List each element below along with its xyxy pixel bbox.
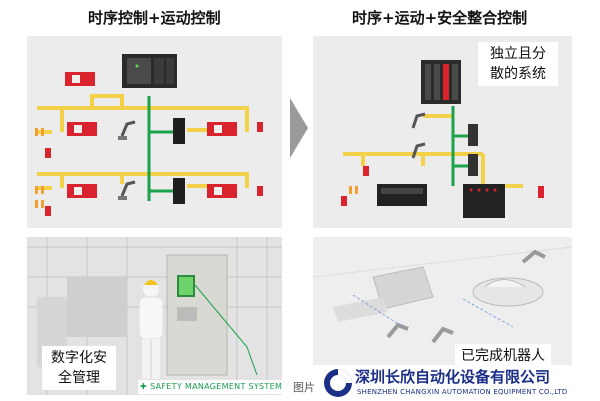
distributed-system-label: 独立且分 散的系统 <box>478 42 558 86</box>
arrow-right-icon <box>290 98 308 158</box>
left-title: 时序控制+运动控制 <box>88 9 221 27</box>
digital-line-2: 全管理 <box>58 370 100 386</box>
sms-badge: ✚ SAFETY MANAGEMENT SYSTEM <box>138 380 284 394</box>
digital-line-1: 数字化安 <box>51 350 107 366</box>
company-name: 深圳长欣自动化设备有限公司 <box>355 368 551 386</box>
safety-scene-svg <box>27 237 282 395</box>
sms-label: ✚ SAFETY MANAGEMENT SYSTEM <box>140 382 283 391</box>
figure-caption: 图片 <box>293 381 315 394</box>
sequence-motion-diagram <box>27 36 282 228</box>
robot-scene <box>312 237 573 365</box>
company-logo-icon <box>324 369 352 397</box>
integrated-control-svg <box>341 60 544 218</box>
right-title: 时序+运动+安全整合控制 <box>352 9 528 27</box>
robot-complete-label: 已完成机器人 <box>455 344 551 368</box>
robot-scene-svg <box>312 246 573 344</box>
plus-icon: ✚ <box>140 382 151 391</box>
company-name-en: SHENZHEN CHANGXIN AUTOMATION EQUIPMENT C… <box>357 388 568 396</box>
digital-safety-label: 数字化安 全管理 <box>42 346 116 390</box>
distributed-line-1: 独立且分 <box>490 46 546 62</box>
sequence-motion-svg <box>35 54 263 216</box>
distributed-line-2: 散的系统 <box>490 66 546 82</box>
